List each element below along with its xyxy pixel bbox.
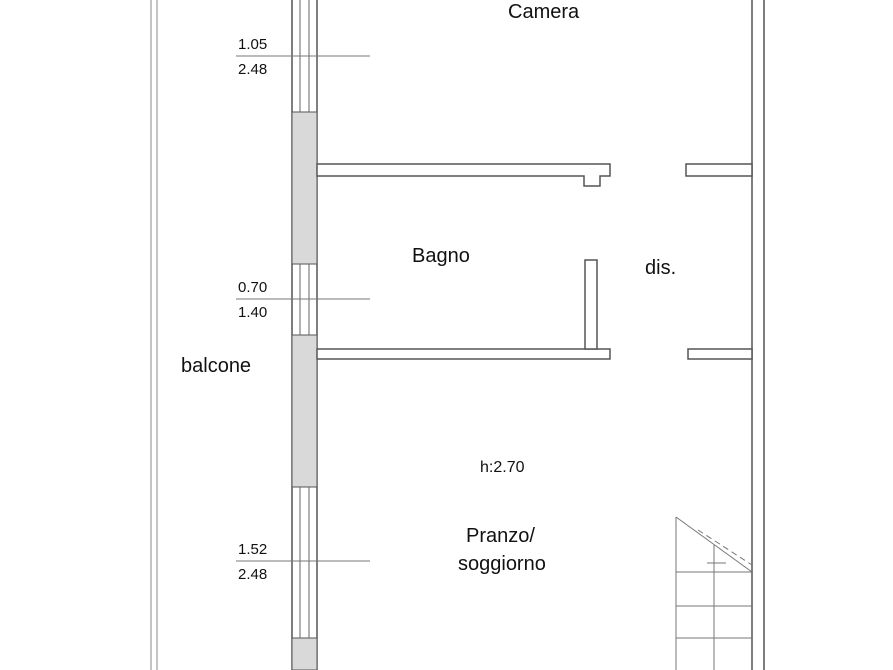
ceiling-height-label: h:2.70	[480, 459, 525, 476]
room-label-pranzo: Pranzo/	[466, 525, 535, 547]
room-label-dis: dis.	[645, 257, 676, 279]
window-middle-width: 0.70	[238, 279, 267, 296]
room-label-soggiorno: soggiorno	[458, 553, 546, 575]
room-label-bagno: Bagno	[412, 245, 470, 267]
left-exterior-wall	[291, 0, 318, 670]
partition-walls	[316, 163, 753, 360]
wall-segment	[291, 334, 318, 488]
room-label-camera: Camera	[508, 1, 580, 23]
right-exterior-wall	[751, 0, 765, 670]
dimension-lines	[236, 55, 370, 562]
balcony-outline	[150, 0, 158, 670]
room-label-balcone: balcone	[181, 355, 251, 377]
window-bottom-width: 1.52	[238, 541, 267, 558]
wall-segment	[291, 111, 318, 265]
window-top-width: 1.05	[238, 36, 267, 53]
window-bottom-height: 2.48	[238, 566, 267, 583]
window-middle-height: 1.40	[238, 304, 267, 321]
window-top-height: 2.48	[238, 61, 267, 78]
wall-segment	[291, 637, 318, 670]
stair	[675, 516, 753, 670]
